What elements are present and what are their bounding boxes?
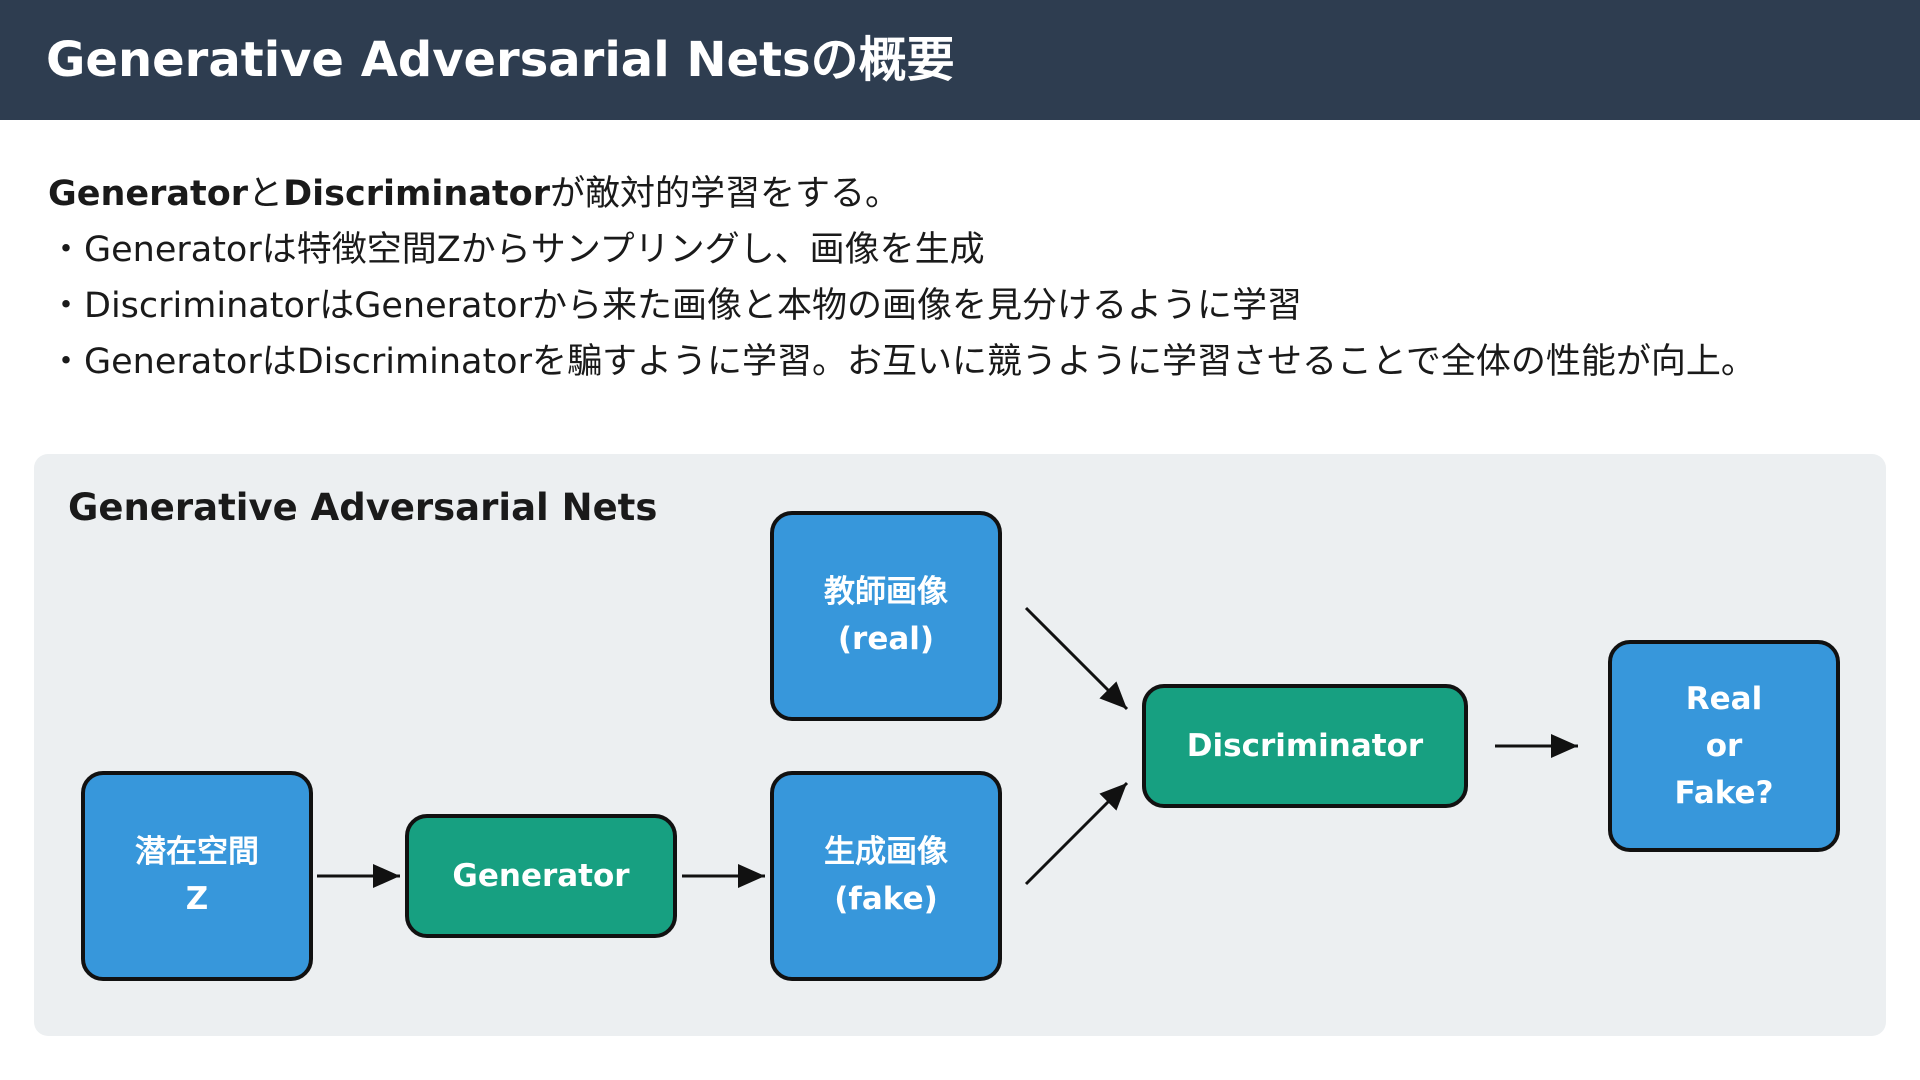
- node-discriminator: Discriminator: [1142, 684, 1468, 808]
- bullet-text: GeneratorはDiscriminatorを騙すように学習。お互いに競うよう…: [84, 342, 1756, 382]
- node-fake-line1: 生成画像: [824, 834, 948, 870]
- lead-term-generator: Generator: [48, 174, 249, 214]
- page-title: Generative Adversarial Netsの概要: [46, 32, 955, 88]
- bullet-symbol: ・: [48, 286, 84, 326]
- bullet-symbol: ・: [48, 342, 84, 382]
- arrow-fake-to-discriminator: [1024, 781, 1129, 886]
- node-output: Real or Fake?: [1608, 640, 1840, 852]
- node-fake-image: 生成画像 (fake): [770, 771, 1002, 981]
- bullet-item: ・DiscriminatorはGeneratorから来た画像と本物の画像を見分け…: [48, 278, 1898, 334]
- arrow-real-to-discriminator: [1024, 606, 1129, 711]
- node-fake-line2: (fake): [834, 881, 938, 917]
- bullet-item: ・GeneratorはDiscriminatorを騙すように学習。お互いに競うよ…: [48, 334, 1898, 390]
- node-real-line1: 教師画像: [824, 574, 948, 610]
- diagram-panel: Generative Adversarial Nets 潜在空間 Z Gener…: [34, 454, 1886, 1036]
- intro-lead: GeneratorとDiscriminatorが敵対的学習をする。: [48, 166, 1898, 222]
- node-output-line2: or: [1705, 727, 1743, 764]
- bullet-text: Generatorは特徴空間Zからサンプリングし、画像を生成: [84, 230, 985, 270]
- node-discriminator-label: Discriminator: [1186, 727, 1424, 764]
- bullet-symbol: ・: [48, 230, 84, 270]
- node-generator: Generator: [405, 814, 677, 938]
- lead-rest: が敵対的学習をする。: [550, 174, 901, 214]
- node-latent-line1: 潜在空間: [135, 834, 259, 870]
- diagram-arrows: [317, 606, 1578, 888]
- lead-connector: と: [248, 174, 284, 214]
- node-generator-label: Generator: [452, 857, 630, 894]
- lead-term-discriminator: Discriminator: [283, 174, 550, 214]
- node-latent-space: 潜在空間 Z: [81, 771, 313, 981]
- node-latent-line2: Z: [185, 881, 209, 917]
- diagram-title: Generative Adversarial Nets: [68, 486, 658, 529]
- bullet-item: ・Generatorは特徴空間Zからサンプリングし、画像を生成: [48, 222, 1898, 278]
- node-output-line1: Real: [1685, 680, 1763, 717]
- node-output-line3: Fake?: [1674, 774, 1774, 811]
- bullet-text: DiscriminatorはGeneratorから来た画像と本物の画像を見分ける…: [84, 286, 1302, 326]
- header-bar: Generative Adversarial Netsの概要: [0, 0, 1920, 120]
- intro-text: GeneratorとDiscriminatorが敵対的学習をする。 ・Gener…: [48, 166, 1898, 390]
- node-real-image: 教師画像 (real): [770, 511, 1002, 721]
- node-real-line2: (real): [837, 621, 935, 657]
